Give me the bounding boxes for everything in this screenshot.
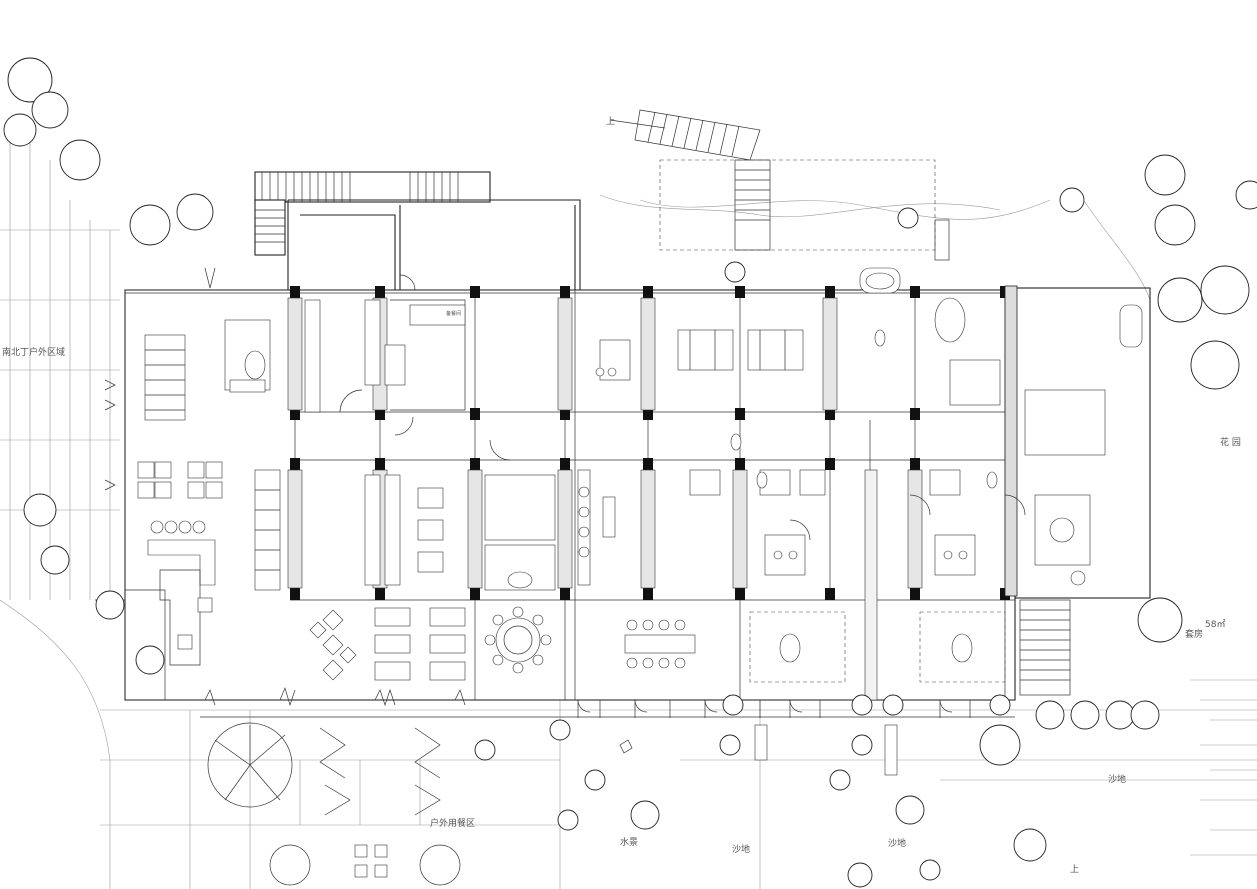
doors xyxy=(104,267,1026,718)
label-suite: 套房 xyxy=(1185,628,1203,640)
structural-columns xyxy=(290,285,1018,600)
outdoor-dining xyxy=(269,724,898,886)
plan-labels: 南北丁户外区域 户外用餐区 沙地 沙地 沙地 水景 花 园 58㎡ 套房 备餐间 xyxy=(2,310,1241,855)
trees xyxy=(3,57,1257,888)
entrance-stairs: 上 xyxy=(254,109,950,261)
guestroom-furniture xyxy=(595,267,1143,683)
label-sand-right: 沙地 xyxy=(1108,773,1126,785)
label-water: 水景 xyxy=(620,836,638,848)
central-furniture xyxy=(304,299,696,681)
label-sand-center: 沙地 xyxy=(888,837,906,849)
lounge-furniture xyxy=(137,319,281,666)
label-sand-middle: 沙地 xyxy=(732,843,750,855)
side-stair: 上 xyxy=(1019,599,1079,875)
label-outdoor-dining: 户外用餐区 xyxy=(430,817,475,829)
label-garden: 花 园 xyxy=(1220,436,1241,448)
label-outdoor-left: 南北丁户外区域 xyxy=(2,346,65,358)
stair-up-label-top: 上 xyxy=(606,116,615,127)
label-room-area: 58㎡ xyxy=(1205,619,1225,630)
label-small-room: 备餐间 xyxy=(446,310,461,317)
stair-up-label-bottom: 上 xyxy=(1070,864,1079,875)
